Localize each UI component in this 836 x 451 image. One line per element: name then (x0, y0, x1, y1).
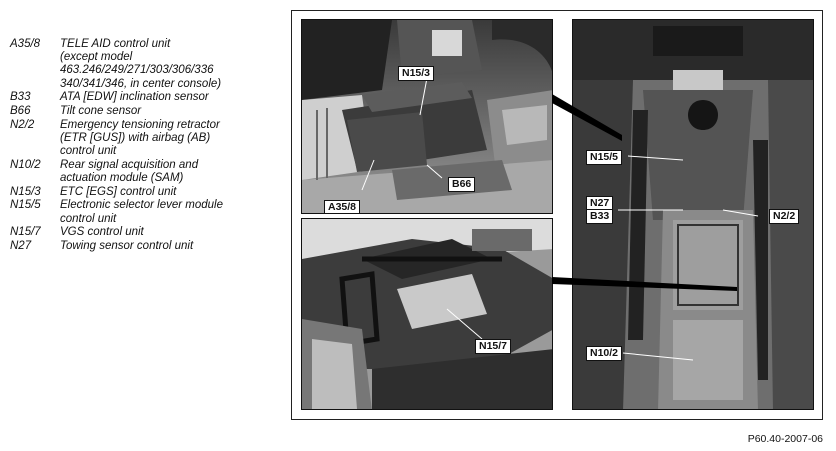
legend-item: N15/7 VGS control unit (10, 226, 290, 239)
photo-control-units: N15/3 A35/8 B66 (301, 19, 553, 214)
legend-item: B66 Tilt cone sensor (10, 105, 290, 118)
legend-line: VGS control unit (60, 226, 144, 239)
legend-description: TELE AID control unit (except model 463.… (60, 38, 290, 91)
legend-line: control unit (60, 145, 117, 158)
connector-wedges (552, 94, 737, 291)
legend-line: 463.246/249/271/303/306/336 (60, 64, 214, 77)
legend-code: N15/3 (10, 185, 41, 198)
component-legend: A35/8 TELE AID control unit (except mode… (10, 38, 290, 254)
legend-description: VGS control unit (60, 226, 290, 239)
legend-code: B33 (10, 91, 31, 104)
legend-line: control unit (60, 212, 117, 225)
legend-line: (ETR [GUS]) with airbag (AB) (60, 131, 211, 144)
callout-a35-8: A35/8 (324, 200, 361, 213)
legend-description: Towing sensor control unit (60, 240, 290, 253)
legend-line: (except model (60, 51, 133, 64)
connector-wedge-bottom (552, 277, 737, 291)
legend-item: N15/5 Electronic selector lever module c… (10, 199, 290, 225)
legend-line: ETC [EGS] control unit (60, 185, 177, 198)
legend-item: A35/8 TELE AID control unit (except mode… (10, 38, 290, 91)
figure-frame: N15/3 A35/8 B66 N15/7 (291, 10, 823, 420)
legend-description: Rear signal acquisition and actuation mo… (60, 159, 290, 185)
legend-code: N15/7 (10, 226, 41, 239)
legend-line: Towing sensor control unit (60, 240, 194, 253)
legend-description: Tilt cone sensor (60, 105, 290, 118)
legend-code: B66 (10, 105, 31, 118)
legend-description: Electronic selector lever module control… (60, 199, 290, 225)
legend-item: N27 Towing sensor control unit (10, 240, 290, 253)
legend-line: ATA [EDW] inclination sensor (60, 91, 209, 104)
connector-wedge-top (552, 94, 622, 141)
legend-line: actuation module (SAM) (60, 172, 184, 185)
legend-code: N27 (10, 240, 32, 253)
photo-illustration (302, 20, 552, 213)
callout-b33: B33 (586, 209, 614, 224)
legend-code: A35/8 (10, 38, 41, 50)
figure-reference: P60.40-2007-06 (747, 433, 823, 445)
legend-line: 340/341/346, in center console) (60, 77, 222, 90)
legend-item: N15/3 ETC [EGS] control unit (10, 186, 290, 199)
legend-line: Emergency tensioning retractor (60, 118, 220, 131)
legend-item: B33 ATA [EDW] inclination sensor (10, 91, 290, 104)
legend-description: ATA [EDW] inclination sensor (60, 91, 290, 104)
callout-n15-3: N15/3 (398, 66, 435, 81)
legend-code: N15/5 (10, 199, 41, 212)
callout-n10-2: N10/2 (586, 346, 623, 361)
callout-n15-5: N15/5 (586, 150, 623, 165)
legend-line: TELE AID control unit (60, 38, 171, 50)
callout-n15-7: N15/7 (475, 339, 512, 354)
legend-line: Rear signal acquisition and (60, 158, 199, 171)
legend-line: Tilt cone sensor (60, 105, 142, 118)
photo-vgs-unit: N15/7 (301, 218, 553, 410)
callout-b66: B66 (448, 177, 476, 192)
callout-n2-2: N2/2 (769, 209, 800, 224)
legend-description: Emergency tensioning retractor (ETR [GUS… (60, 119, 290, 159)
callout-n27: N27 (586, 196, 614, 211)
legend-code: N10/2 (10, 158, 41, 171)
legend-item: N2/2 Emergency tensioning retractor (ETR… (10, 119, 290, 159)
legend-description: ETC [EGS] control unit (60, 186, 290, 199)
legend-item: N10/2 Rear signal acquisition and actuat… (10, 159, 290, 185)
legend-line: Electronic selector lever module (60, 199, 223, 212)
legend-code: N2/2 (10, 118, 35, 131)
photo-illustration (302, 219, 552, 409)
